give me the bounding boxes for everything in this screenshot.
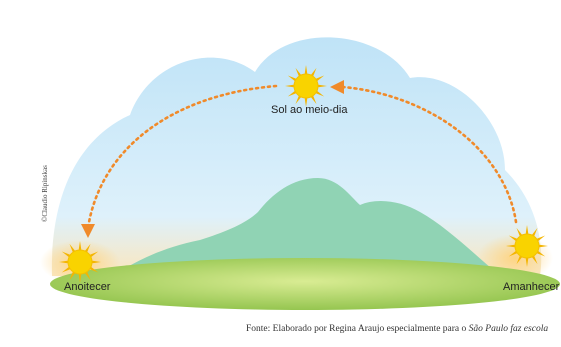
sun-icon bbox=[59, 241, 101, 283]
hill bbox=[112, 178, 500, 276]
path-arrow-left bbox=[86, 84, 278, 230]
dawn-label: Amanhecer bbox=[503, 281, 560, 293]
sun-ray bbox=[59, 260, 70, 264]
sun-ray bbox=[78, 241, 82, 252]
sun-disc bbox=[67, 249, 93, 275]
sun-ray bbox=[304, 65, 308, 76]
sun-ray bbox=[78, 272, 82, 283]
sun-ray bbox=[506, 244, 517, 248]
sun-disc bbox=[293, 73, 319, 99]
sun-icon bbox=[285, 65, 327, 107]
sun-ray bbox=[285, 84, 296, 88]
noon-sun-label: Sol ao meio-dia bbox=[271, 104, 348, 116]
dotted-arrow-icon bbox=[330, 80, 344, 94]
dotted-arrow-icon bbox=[81, 224, 95, 238]
sun-ray bbox=[90, 260, 101, 264]
path-arrow-right bbox=[341, 85, 518, 224]
source-text: Fonte: Elaborado por Regina Araujo espec… bbox=[246, 324, 469, 334]
ground bbox=[50, 258, 560, 310]
sun-disc bbox=[514, 233, 540, 259]
source-caption: Fonte: Elaborado por Regina Araujo espec… bbox=[246, 324, 548, 334]
sun-ray bbox=[525, 256, 529, 267]
dusk-label: Anoitecer bbox=[64, 281, 111, 293]
sun-icon bbox=[506, 225, 548, 267]
illustrator-credit: ©Claudio Ripinskas bbox=[41, 165, 49, 222]
sun-ray bbox=[316, 84, 327, 88]
source-publication: São Paulo faz escola bbox=[468, 324, 549, 334]
sun-ray bbox=[304, 96, 308, 107]
sun-ray bbox=[537, 244, 548, 248]
sun-ray bbox=[525, 225, 529, 236]
